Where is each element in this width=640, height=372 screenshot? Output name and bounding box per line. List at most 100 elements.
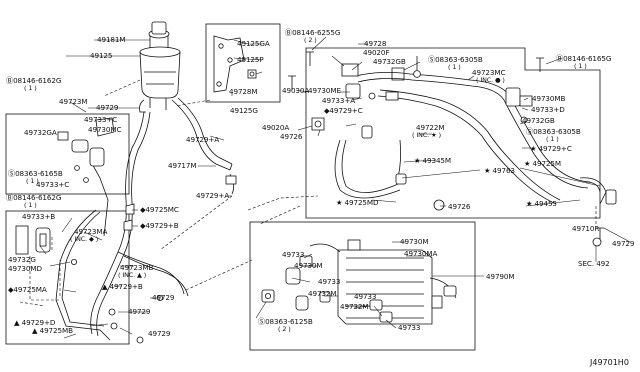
callout-49733b: 49733+B: [22, 212, 56, 221]
callout-49733a-a: 49733+A: [322, 96, 356, 105]
callout-49729b-b: ▲ 49729+B: [102, 282, 143, 291]
callout-08146-6162g-a-qty: ( 1 ): [24, 84, 37, 92]
callout-49020f: 49020F: [363, 48, 390, 57]
hose-fittings: [311, 56, 533, 211]
callout-49732ga: 49732GA: [24, 128, 57, 137]
callout-49730mb: 49730MB: [532, 94, 566, 103]
callout-49455: ★ 49455: [526, 199, 557, 208]
callout-49729c-top: ◆49729+C: [324, 106, 363, 115]
callout-49729-c: 49729: [128, 307, 151, 316]
high-pressure-hose-assembly: [334, 72, 617, 205]
callout-49723mb-inc: ( INC. ▲ ): [118, 271, 147, 279]
reservoir-bracket: [213, 35, 257, 93]
callout-49732m-a: 49732M: [308, 289, 337, 298]
callout-08363-6305b-b: Ⓢ08363-6305B: [526, 127, 581, 136]
callout-49125p: 49125P: [237, 55, 264, 64]
callout-49726-b: 49726: [448, 202, 471, 211]
callout-49733-b: 49733: [318, 277, 341, 286]
callout-49729-right: 49729: [612, 239, 635, 248]
callout-08363-6125b: Ⓢ08363-6125B: [258, 317, 313, 326]
callout-49732gb-a: 49732GB: [373, 57, 406, 66]
callout-49725mc: ◆49725MC: [140, 205, 179, 214]
callout-08146-6165g-qty: ( 1 ): [574, 62, 587, 70]
callout-49730m-b: 49730M: [294, 261, 323, 270]
callout-49722m: 49722M: [416, 123, 445, 132]
callout-49733d: 49733+D: [531, 105, 565, 114]
callout-49729-a: 49729: [96, 103, 119, 112]
oil-cooler-group-box: [249, 221, 476, 351]
callout-49733c-a: 49733+C: [84, 115, 118, 124]
callout-49722m-inc: ( INC. ★ ): [412, 131, 441, 139]
callout-49723mc-a-inc: ( INC. ● ): [476, 76, 505, 84]
reservoir-return-hose: [171, 97, 237, 195]
leader-lines: [39, 36, 631, 339]
callout-08146-6162g-b: Ⓑ08146-6162G: [6, 193, 62, 202]
callout-49729a-a: 49729+A: [186, 135, 220, 144]
callout-49125: 49125: [90, 51, 113, 60]
callout-49733c-b: 49733+C: [36, 180, 70, 189]
callout-49729d: ▲ 49729+D: [14, 318, 56, 327]
callout-49725m-r: ★ 49725M: [524, 159, 561, 168]
callout-49181m: 49181M: [97, 35, 126, 44]
callout-49730mc: 49730MC: [88, 125, 122, 134]
callout-49790m: 49790M: [486, 272, 515, 281]
left-clamp-parts: [15, 117, 163, 344]
callout-49725md: ★ 49725MD: [336, 198, 379, 207]
callout-49710r: 49710R: [572, 224, 600, 233]
callout-49723ma-inc: ( INC. ◆ ): [70, 235, 99, 243]
callout-sec-492: SEC. 492: [578, 259, 610, 268]
callout-49732g: 49732G: [8, 255, 36, 264]
callout-49020a: 49020A: [262, 123, 290, 132]
callout-49732m-b: 49732M: [340, 302, 369, 311]
callout-49730ma: 49730MA: [404, 249, 438, 258]
callout-08146-6165g: Ⓑ08146-6165G: [556, 54, 612, 63]
callout-49729-b: 49729: [152, 293, 175, 302]
callout-49345m: ★ 49345M: [414, 156, 451, 165]
callout-08363-6125b-qty: ( 2 ): [278, 325, 291, 333]
callout-49729b-a: ◆49729+B: [140, 221, 179, 230]
callout-49030a: 49030A: [282, 86, 310, 95]
callout-49730m-a: 49730M: [400, 237, 429, 246]
bolts: [288, 51, 604, 247]
callout-49723mc-a: 49723MC: [472, 68, 506, 77]
left-clamp-group-box: [5, 113, 130, 195]
callout-49732gb-b: 49732GB: [522, 116, 555, 125]
callout-49763: ★ 49763: [484, 166, 515, 175]
callout-49723mb: 49723MB: [120, 263, 154, 272]
callout-49723m: 49723M: [59, 97, 88, 106]
callout-49729c-right: ★ 49729+C: [530, 144, 572, 153]
callout-49730md: 49730MD: [8, 264, 42, 273]
callout-49728: 49728: [364, 39, 387, 48]
hose-assembly-group-box: [305, 47, 601, 219]
callout-49725mb: ▲ 49725MB: [32, 326, 73, 335]
callout-49733-a: 49733: [282, 250, 305, 259]
callout-49728m: 49728M: [229, 87, 258, 96]
dashed-connection-lines: [19, 79, 597, 307]
callout-49726-a: 49726: [280, 132, 303, 141]
oil-cooler: [261, 239, 457, 325]
callout-49729a-b: 49729+A: [196, 191, 230, 200]
callout-08146-6162g-a: Ⓑ08146-6162G: [6, 76, 62, 85]
callout-49717m: 49717M: [168, 161, 197, 170]
callout-49125ga: 49125GA: [237, 39, 270, 48]
callout-49725ma: ◆49725MA: [8, 285, 47, 294]
callout-49723ma: 49723MA: [74, 227, 108, 236]
callout-08363-6305b-a: Ⓢ08363-6305B: [428, 55, 483, 64]
callout-49733-c: 49733: [354, 292, 377, 301]
callout-49730me: 49730ME: [308, 86, 341, 95]
callout-08146-6162g-b-qty: ( 1 ): [24, 201, 37, 209]
callout-49729-d: 49729: [148, 329, 171, 338]
reservoir-bracket-group-box: [205, 23, 281, 103]
callout-08146-6255g-qty: ( 2 ): [304, 36, 317, 44]
callout-08363-6305b-b-qty: ( 1 ): [546, 135, 559, 143]
callout-08146-6255g: Ⓑ08146-6255G: [285, 28, 341, 37]
lower-left-group-box: [5, 210, 130, 345]
callout-49733-d: 49733: [398, 323, 421, 332]
reservoir-tank: [139, 21, 181, 113]
diagram-code: J49701H0: [590, 358, 629, 367]
callout-08363-6165b: Ⓢ08363-6165B: [8, 169, 63, 178]
callout-49125g: 49125G: [230, 106, 258, 115]
callout-08363-6305b-a-qty: ( 1 ): [448, 63, 461, 71]
